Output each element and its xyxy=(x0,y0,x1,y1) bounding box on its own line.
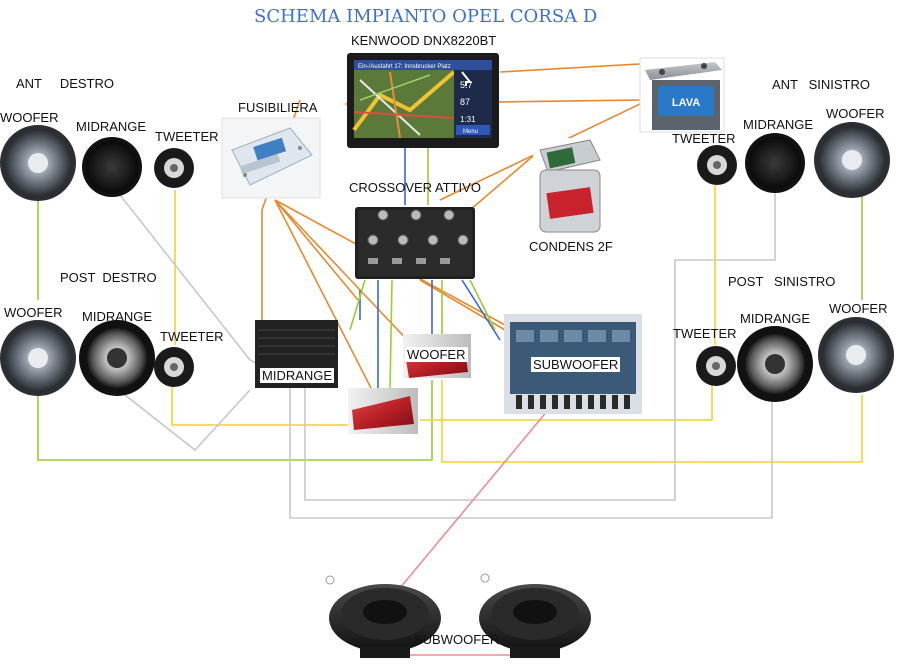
amp-subwoofer-label: SUBWOOFER xyxy=(531,357,621,372)
rear-right-tweeter-label: TWEETER xyxy=(160,329,224,344)
front-left-midrange-label: MIDRANGE xyxy=(743,117,814,132)
rear-left-midrange xyxy=(737,326,813,402)
front-left-midrange xyxy=(745,133,805,193)
head-unit-kenwood: Ein-/Ausfahrt 17: Innsbrucker Platz 5.7 … xyxy=(347,53,499,148)
navigation-map xyxy=(352,70,456,139)
subwoofer-right xyxy=(479,573,591,658)
clip-icon xyxy=(325,575,335,585)
rear-right-midrange xyxy=(79,320,155,396)
diagram-title: SCHEMA IMPIANTO OPEL CORSA D xyxy=(254,6,598,27)
rear-right-tweeter xyxy=(154,347,194,387)
pink-sub-wires xyxy=(389,409,549,656)
time-readout: 1:31 xyxy=(460,115,476,124)
front-right-woofer xyxy=(0,125,76,201)
menu-button-text: Menu xyxy=(463,129,478,135)
rear-left-woofer xyxy=(818,317,894,393)
speed-readout: 87 xyxy=(460,97,470,107)
front-right-tweeter-label: TWEETER xyxy=(155,129,219,144)
gray-wires xyxy=(119,190,776,519)
head-unit-label: KENWOOD DNX8220BT xyxy=(351,33,497,48)
rear-right-woofer-label: WOOFER xyxy=(4,305,63,320)
fuse-box-label: FUSIBILIERA xyxy=(238,100,318,115)
rear-left-tweeter xyxy=(696,346,736,386)
rear-left-midrange-label: MIDRANGE xyxy=(740,311,811,326)
subwoofer-label: SUBWOOFER xyxy=(414,632,500,647)
rear-right-midrange-label: MIDRANGE xyxy=(82,309,153,324)
rear-left-woofer-label: WOOFER xyxy=(829,301,888,316)
battery: LAVA xyxy=(639,57,725,133)
front-right-woofer-label: WOOFER xyxy=(0,110,59,125)
road-banner: Ein-/Ausfahrt 17: Innsbrucker Platz xyxy=(358,64,451,70)
front-left-woofer xyxy=(814,122,890,198)
rear-right-label: POST DESTRO xyxy=(60,270,157,285)
fuse-box xyxy=(221,117,321,199)
front-left-label: ANT SINISTRO xyxy=(772,77,870,92)
rear-right-woofer xyxy=(0,320,76,396)
capacitor xyxy=(533,138,603,238)
active-crossover xyxy=(355,207,475,279)
capacitor-label: CONDENS 2F xyxy=(529,239,613,254)
crossover-label: CROSSOVER ATTIVO xyxy=(349,180,481,195)
amp-midrange-label: MIDRANGE xyxy=(260,368,335,383)
tweeter-amplifier xyxy=(348,388,418,434)
yellow-wires xyxy=(171,185,863,463)
front-right-midrange-label: MIDRANGE xyxy=(76,119,147,134)
front-right-midrange xyxy=(82,137,142,197)
battery-brand: LAVA xyxy=(672,97,700,109)
front-left-woofer-label: WOOFER xyxy=(826,106,885,121)
amp-woofer-label: WOOFER xyxy=(405,347,468,362)
front-left-tweeter xyxy=(697,145,737,185)
rear-left-tweeter-label: TWEETER xyxy=(673,326,737,341)
clip-icon xyxy=(480,573,490,583)
battery-terminal-icon xyxy=(701,63,707,69)
rear-left-label: POST SINISTRO xyxy=(728,274,836,289)
turn-arrow-icon xyxy=(461,71,473,86)
battery-terminal-icon xyxy=(659,69,665,75)
front-right-label: ANT DESTRO xyxy=(16,76,114,91)
front-left-tweeter-label: TWEETER xyxy=(672,131,736,146)
front-right-tweeter xyxy=(154,148,194,188)
subwoofer-left xyxy=(325,575,441,658)
